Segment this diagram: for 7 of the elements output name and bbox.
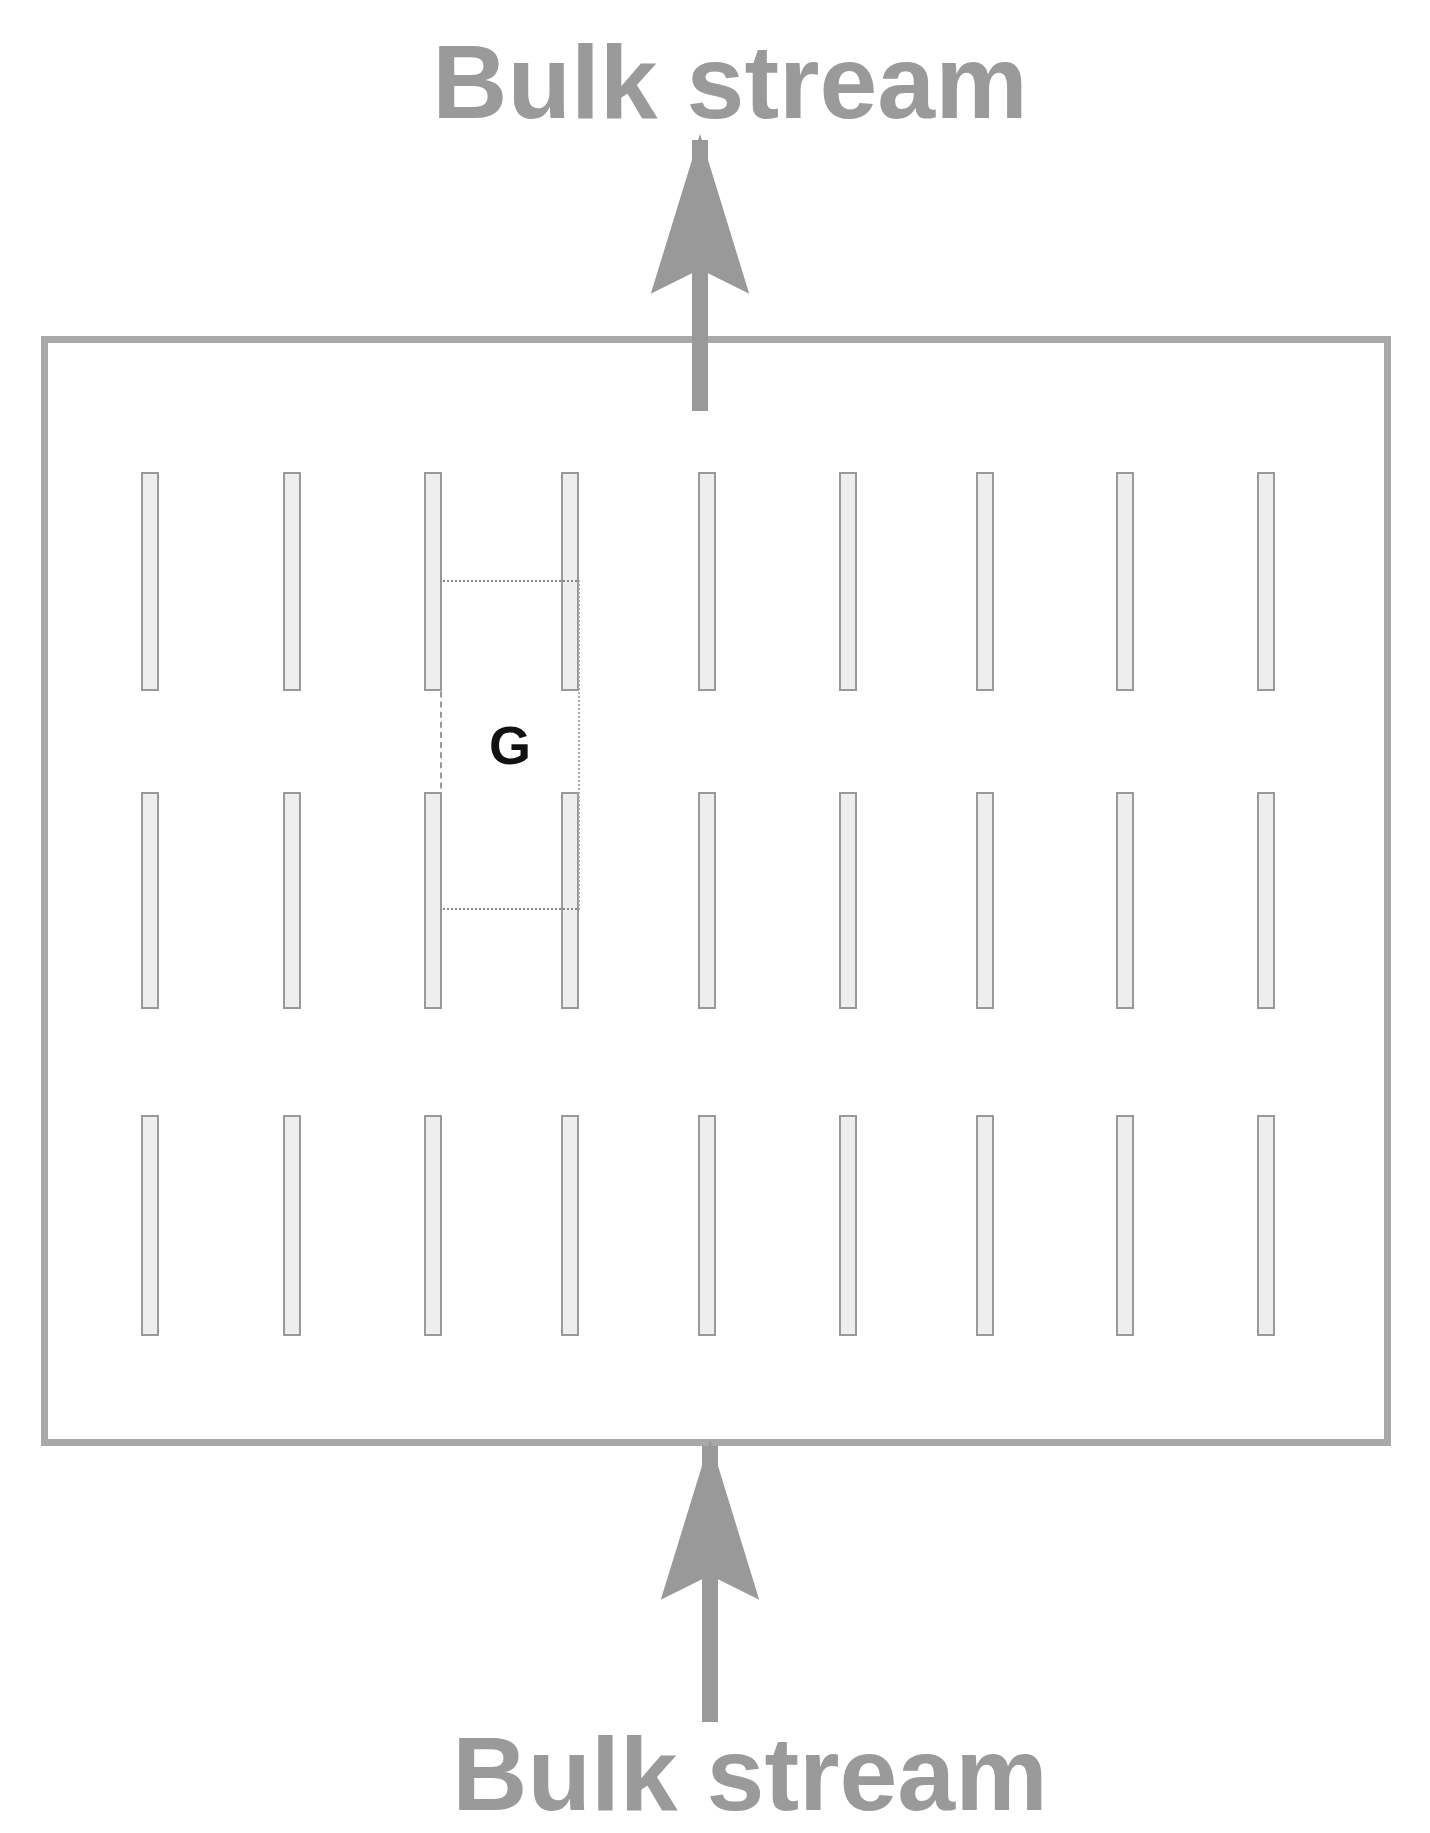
flow-arrow — [650, 133, 750, 411]
flow-arrow — [660, 1439, 760, 1722]
region-label: G — [489, 714, 531, 776]
flow-label: Bulk stream — [430, 30, 1030, 140]
flow-label: Bulk stream — [450, 1722, 1050, 1832]
gap-region — [440, 580, 580, 910]
channel-frame — [41, 336, 1391, 1446]
